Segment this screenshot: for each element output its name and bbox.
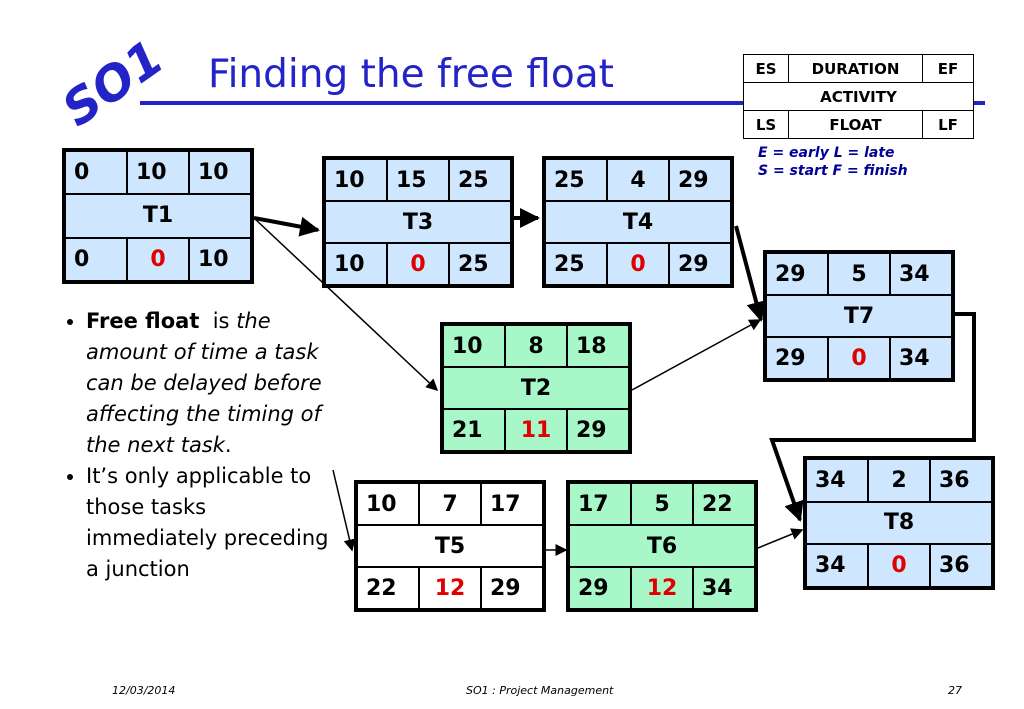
t2-ls: 21 bbox=[443, 409, 505, 451]
t5-name: T5 bbox=[357, 525, 543, 567]
t6-ls: 29 bbox=[569, 567, 631, 609]
t4-name: T4 bbox=[545, 201, 731, 243]
node-t1: 0 10 10 T1 0 0 10 bbox=[62, 148, 254, 284]
t5-es: 10 bbox=[357, 483, 419, 525]
t2-float: 11 bbox=[505, 409, 567, 451]
t6-lf: 34 bbox=[693, 567, 755, 609]
t5-lf: 29 bbox=[481, 567, 543, 609]
term-free-float: Free float bbox=[86, 309, 200, 333]
t3-es: 10 bbox=[325, 159, 387, 201]
footer-date: 12/03/2014 bbox=[112, 684, 176, 697]
t8-ef: 36 bbox=[930, 459, 992, 502]
bullet-is: is bbox=[212, 309, 230, 333]
node-t7: 29 5 34 T7 29 0 34 bbox=[763, 250, 955, 382]
t1-name: T1 bbox=[65, 194, 251, 238]
t8-duration: 2 bbox=[868, 459, 930, 502]
t4-duration: 4 bbox=[607, 159, 669, 201]
t5-ef: 17 bbox=[481, 483, 543, 525]
t4-es: 25 bbox=[545, 159, 607, 201]
t8-es: 34 bbox=[806, 459, 868, 502]
legend-lf: LF bbox=[922, 110, 974, 139]
t6-ef: 22 bbox=[693, 483, 755, 525]
node-t4: 25 4 29 T4 25 0 29 bbox=[542, 156, 734, 288]
definition-text: the amount of time a task can be delayed… bbox=[86, 309, 322, 457]
t6-float: 12 bbox=[631, 567, 693, 609]
footer-course: SO1 : Project Management bbox=[466, 684, 614, 697]
t7-ls: 29 bbox=[766, 337, 828, 379]
t1-ls: 0 bbox=[65, 237, 127, 281]
t3-float: 0 bbox=[387, 243, 449, 285]
t7-ef: 34 bbox=[890, 253, 952, 295]
t4-float: 0 bbox=[607, 243, 669, 285]
node-t2: 10 8 18 T2 21 11 29 bbox=[440, 322, 632, 454]
footer-page-number: 27 bbox=[948, 684, 962, 697]
t8-float: 0 bbox=[868, 544, 930, 587]
bullet-applicability: It’s only applicable to those tasks imme… bbox=[86, 461, 340, 585]
bullet-free-float: Free float is the amount of time a task … bbox=[86, 306, 340, 461]
so1-logo: SO1 bbox=[53, 30, 162, 126]
t7-name: T7 bbox=[766, 295, 952, 337]
arrow-t7-t8 bbox=[769, 312, 976, 522]
t4-ef: 29 bbox=[669, 159, 731, 201]
t7-duration: 5 bbox=[828, 253, 890, 295]
page-title: Finding the free float bbox=[208, 52, 614, 97]
t1-es: 0 bbox=[65, 151, 127, 195]
t8-name: T8 bbox=[806, 501, 992, 545]
t1-ef: 10 bbox=[189, 151, 251, 195]
t4-ls: 25 bbox=[545, 243, 607, 285]
legend-ef: EF bbox=[922, 54, 974, 83]
arrow-t4-t7 bbox=[734, 225, 767, 322]
t5-ls: 22 bbox=[357, 567, 419, 609]
t7-es: 29 bbox=[766, 253, 828, 295]
t3-duration: 15 bbox=[387, 159, 449, 201]
legend-ls: LS bbox=[743, 110, 789, 139]
t1-duration: 10 bbox=[127, 151, 189, 195]
t3-name: T3 bbox=[325, 201, 511, 243]
legend-table: ES DURATION EF ACTIVITY LS FLOAT LF bbox=[743, 54, 974, 139]
bullet-period: . bbox=[224, 433, 232, 457]
node-t5: 10 7 17 T5 22 12 29 bbox=[354, 480, 546, 612]
legend-duration: DURATION bbox=[788, 54, 923, 83]
t8-lf: 36 bbox=[930, 544, 992, 587]
arrow-t2-t7 bbox=[631, 319, 762, 391]
bullet-list: Free float is the amount of time a task … bbox=[48, 306, 340, 585]
legend-note-start-finish: S = start F = finish bbox=[758, 163, 908, 179]
t2-duration: 8 bbox=[505, 325, 567, 367]
arrow-t1-t2 bbox=[253, 217, 439, 392]
arrow-t1-t3 bbox=[253, 216, 320, 237]
t7-lf: 34 bbox=[890, 337, 952, 379]
arrow-into-t5 bbox=[332, 469, 356, 552]
t2-name: T2 bbox=[443, 367, 629, 409]
t2-es: 10 bbox=[443, 325, 505, 367]
t6-name: T6 bbox=[569, 525, 755, 567]
t3-ls: 10 bbox=[325, 243, 387, 285]
t5-duration: 7 bbox=[419, 483, 481, 525]
t8-ls: 34 bbox=[806, 544, 868, 587]
arrow-t6-t8 bbox=[757, 528, 804, 549]
t7-float: 0 bbox=[828, 337, 890, 379]
legend-activity: ACTIVITY bbox=[743, 82, 974, 111]
t1-float: 0 bbox=[127, 237, 189, 281]
t2-ef: 18 bbox=[567, 325, 629, 367]
t3-lf: 25 bbox=[449, 243, 511, 285]
t1-lf: 10 bbox=[189, 237, 251, 281]
t6-duration: 5 bbox=[631, 483, 693, 525]
legend-note-early-late: E = early L = late bbox=[758, 145, 895, 161]
t5-float: 12 bbox=[419, 567, 481, 609]
title-underline bbox=[140, 101, 985, 105]
t4-lf: 29 bbox=[669, 243, 731, 285]
t3-ef: 25 bbox=[449, 159, 511, 201]
node-t6: 17 5 22 T6 29 12 34 bbox=[566, 480, 758, 612]
node-t8: 34 2 36 T8 34 0 36 bbox=[803, 456, 995, 590]
t2-lf: 29 bbox=[567, 409, 629, 451]
t6-es: 17 bbox=[569, 483, 631, 525]
node-t3: 10 15 25 T3 10 0 25 bbox=[322, 156, 514, 288]
legend-float: FLOAT bbox=[788, 110, 923, 139]
